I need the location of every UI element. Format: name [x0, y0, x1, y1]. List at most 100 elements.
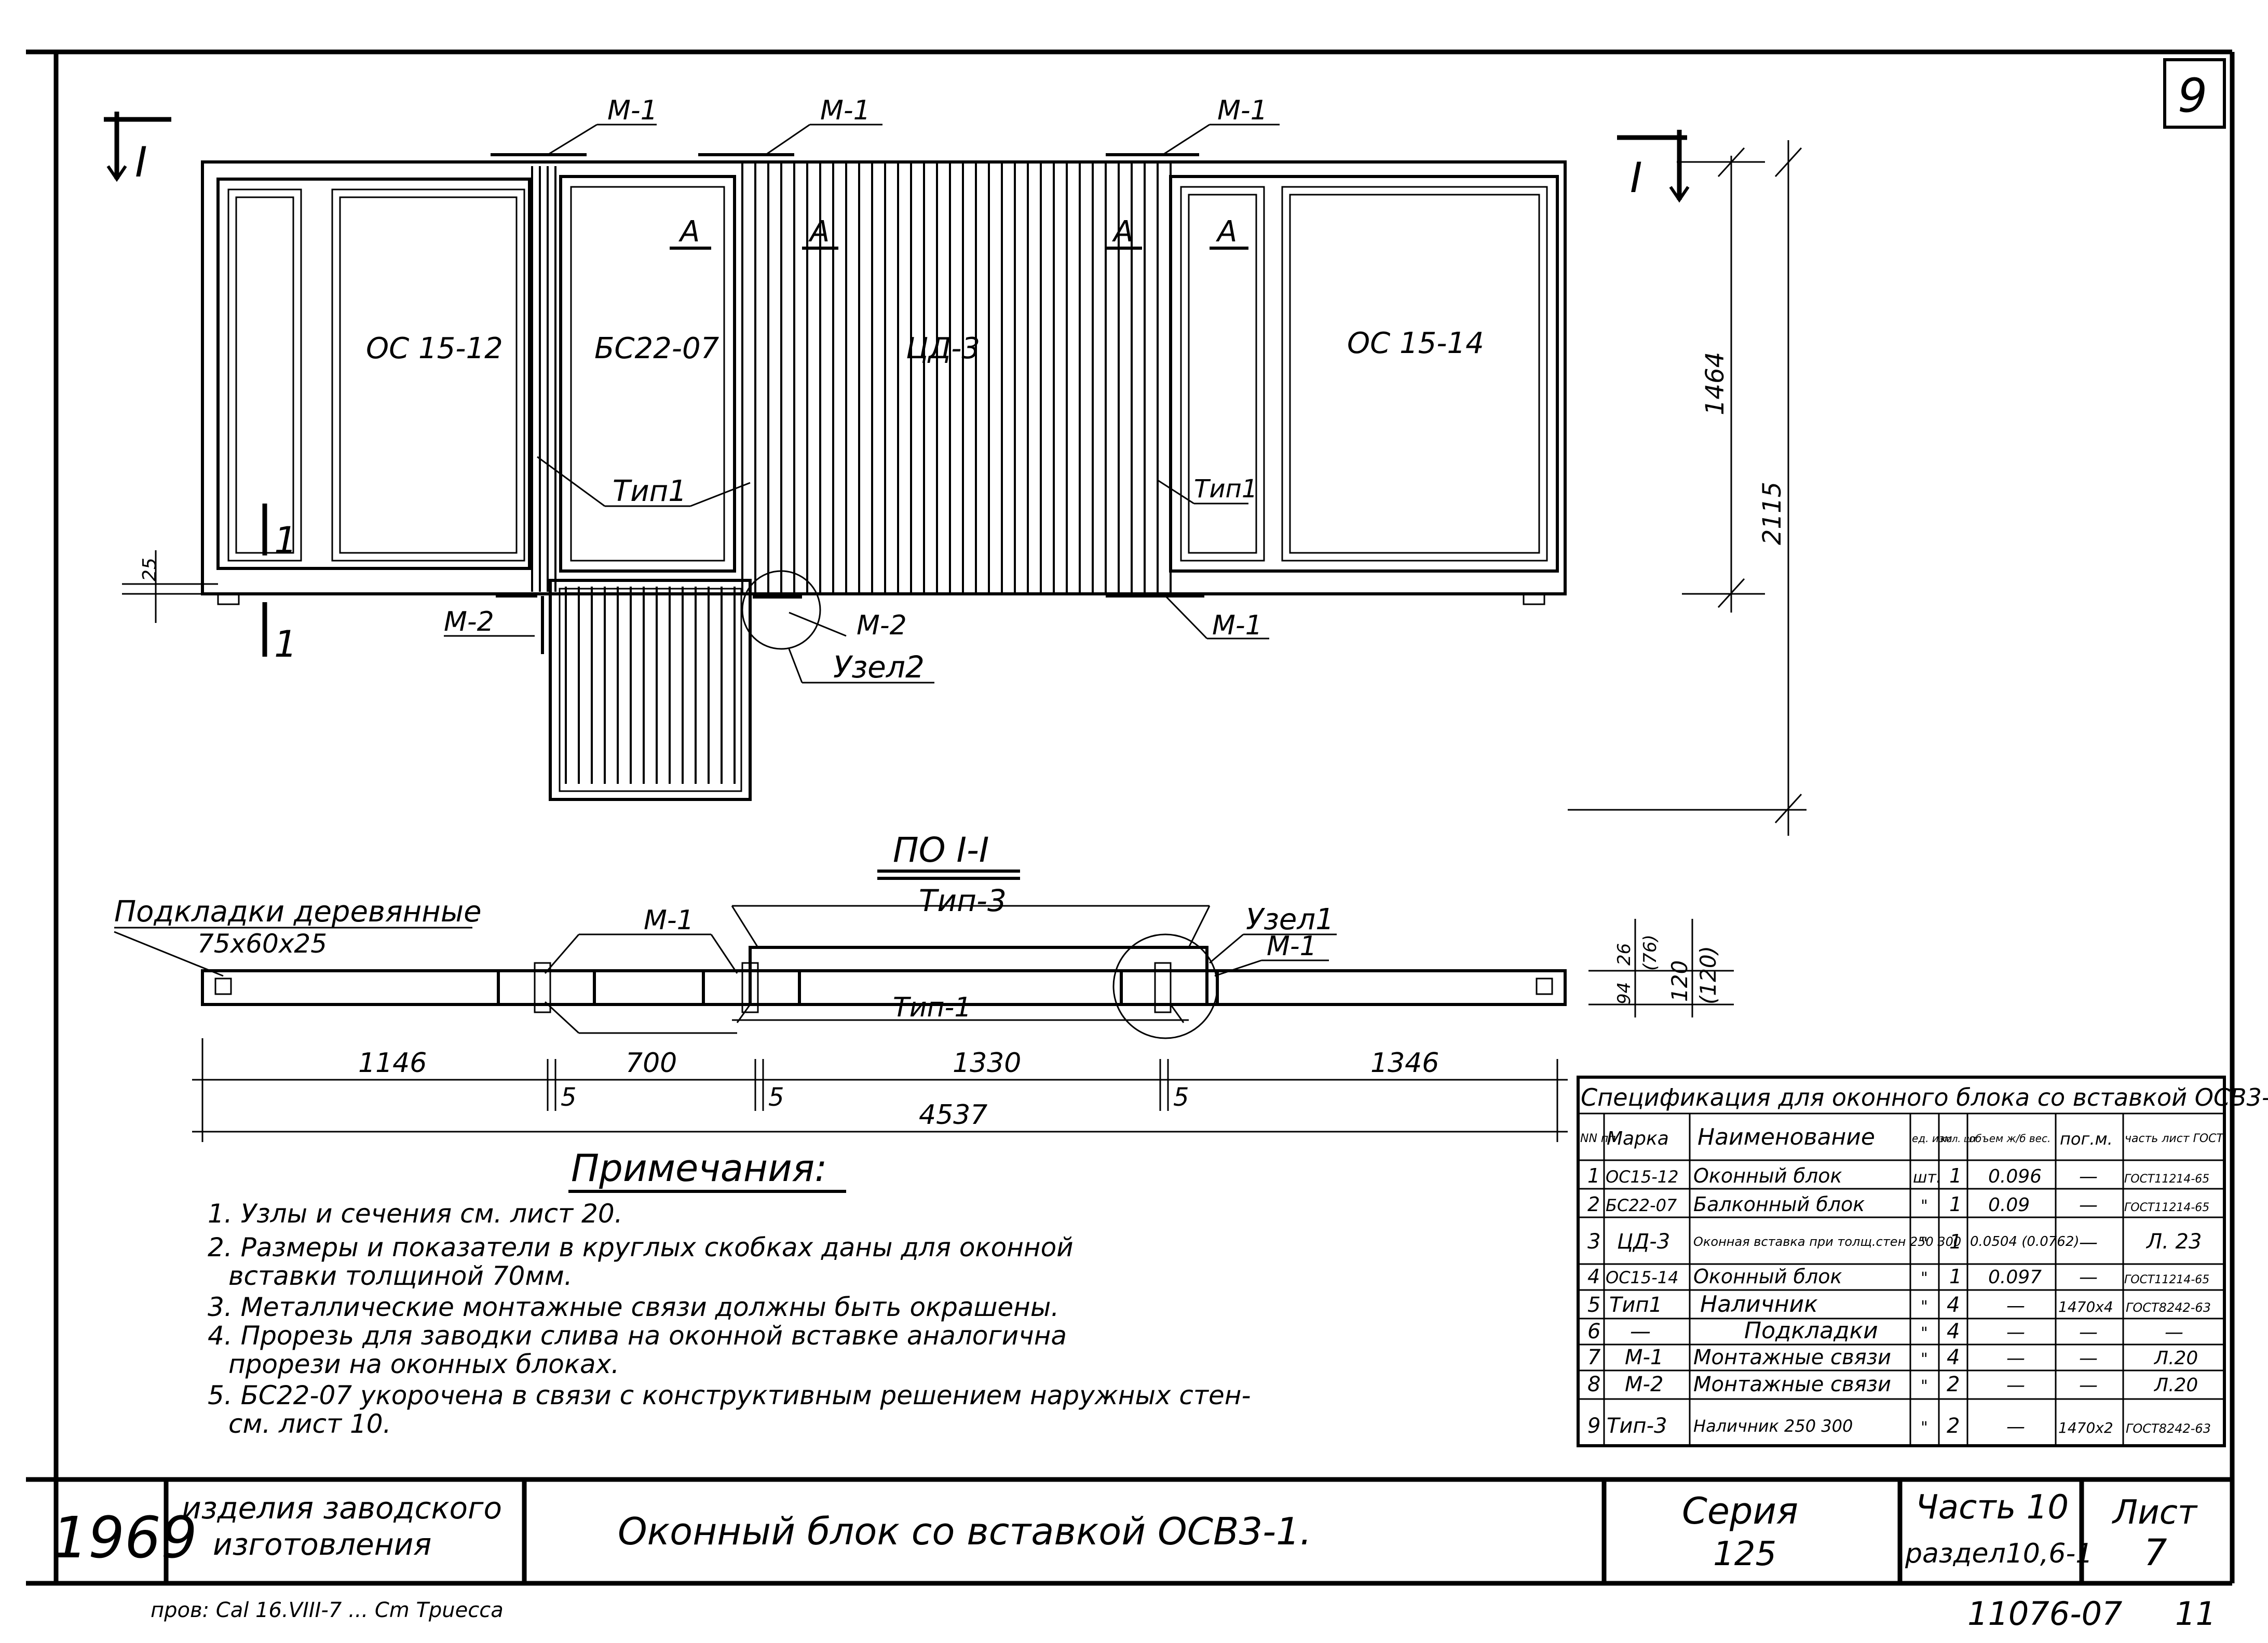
section-uzel1-label: Узел1 — [1246, 903, 1334, 936]
dim-25-label: 25 — [139, 558, 160, 581]
table-cell: 4 — [1947, 1346, 1960, 1369]
tip1-leaders — [537, 456, 1248, 507]
table-cell: — — [2079, 1375, 2098, 1396]
table-cell: — — [2006, 1416, 2025, 1437]
hatch-bc-bottom — [565, 587, 736, 784]
title-category-2: изготовления — [213, 1527, 431, 1562]
table-cell: 0.097 — [1988, 1267, 2042, 1288]
table-cell: " — [1921, 1419, 1928, 1437]
table-cell: ОС15-14 — [1606, 1268, 1679, 1287]
m1-top-leaders — [491, 124, 1280, 156]
dim-5-c: 5 — [1173, 1083, 1189, 1112]
table-cell: " — [1921, 1377, 1928, 1395]
title-series-value: 125 — [1713, 1535, 1776, 1573]
table-cell: Л.20 — [2153, 1375, 2198, 1396]
title-sheet-value: 7 — [2144, 1531, 2167, 1574]
table-cell: " — [1921, 1234, 1928, 1253]
table-cell: Оконный блок — [1693, 1164, 1842, 1187]
table-cell: 2 — [1947, 1373, 1960, 1396]
dim-1346: 1346 — [1370, 1048, 1439, 1079]
dim-1330: 1330 — [953, 1048, 1021, 1079]
table-cell: ГОСТ11214-65 — [2124, 1173, 2209, 1186]
uzel2-label: Узел2 — [833, 649, 925, 685]
table-cell: — — [2006, 1375, 2025, 1396]
dim-2115-label: 2115 — [1758, 482, 1787, 545]
table-cell: — — [2079, 1166, 2098, 1187]
section-dims-right — [1588, 919, 1734, 1017]
dim-700: 700 — [626, 1048, 677, 1079]
spec-table-grid — [1577, 1076, 2226, 1447]
spec-row-4: 4 ОС15-14 Оконный блок " 1 0.097 — ГОСТ1… — [1587, 1265, 2209, 1288]
spec-header-gost: часть лист ГОСТ — [2125, 1132, 2224, 1145]
dim-76: (76) — [1640, 934, 1661, 971]
dim-120: 120 — [1667, 960, 1692, 1002]
table-cell: Оконная вставка при толщ.стен 250 300 — [1693, 1234, 1961, 1249]
spec-row-2: 2 БС22-07 Балконный блок " 1 0.09 — ГОСТ… — [1587, 1193, 2209, 1216]
spec-title: Спецификация для оконного блока со встав… — [1581, 1083, 2268, 1111]
title-main: Оконный блок со вставкой ОСВ3-1. — [618, 1510, 1312, 1553]
table-cell: — — [2006, 1322, 2025, 1343]
note-line-8: см. лист 10. — [228, 1409, 391, 1439]
tip1-label-left: Тип1 — [613, 474, 687, 508]
table-cell: — — [2079, 1322, 2098, 1343]
title-category-1: изделия заводского — [182, 1490, 502, 1526]
table-cell: 4 — [1587, 1265, 1600, 1288]
note-line-1: 1. Узлы и сечения см. лист 20. — [208, 1199, 623, 1229]
dim-5-a: 5 — [561, 1083, 577, 1112]
table-cell: 1 — [1949, 1193, 1962, 1216]
table-cell: 7 — [1587, 1346, 1601, 1369]
table-cell: БС22-07 — [1606, 1196, 1677, 1215]
signatures: пров: Cal 16.VIII-7 ... Cm Tpuecca — [151, 1598, 504, 1622]
m1-bottom-label: М-1 — [1212, 610, 1262, 641]
page-corner: 11 — [2175, 1595, 2216, 1633]
sheet-number-corner: 9 — [2178, 69, 2207, 123]
table-cell: 1470х2 — [2058, 1419, 2113, 1436]
table-cell: 1 — [1949, 1164, 1962, 1187]
spec-header-nn: NN пп — [1580, 1132, 1616, 1145]
title-part-label: Часть 10 — [1916, 1488, 2069, 1527]
sheet-frame — [26, 49, 2235, 1586]
table-cell: 6 — [1587, 1320, 1600, 1343]
table-cell: — — [2079, 1348, 2098, 1369]
section-tip1-label: Тип-1 — [893, 992, 971, 1023]
section-mark-left: I — [135, 138, 147, 186]
title-block-grid — [26, 1477, 2232, 1583]
table-cell: 1 — [1949, 1265, 1962, 1288]
table-cell: Тип-3 — [1607, 1414, 1667, 1438]
block-label-cd3: ЦД-3 — [906, 332, 980, 365]
note-line-3: вставки толщиной 70мм. — [228, 1261, 573, 1291]
pads-title: Подкладки деревянные — [114, 895, 482, 929]
table-cell: ОС15-12 — [1606, 1167, 1679, 1187]
mark-a-4: А — [1216, 215, 1237, 249]
table-cell: — — [2006, 1295, 2025, 1316]
spec-header-mark: Марка — [1607, 1128, 1669, 1149]
title-sheet-label: Лист — [2112, 1493, 2198, 1532]
section-title: ПО I-I — [893, 830, 989, 870]
table-cell: 0.096 — [1988, 1166, 2042, 1187]
table-cell: — — [1630, 1320, 1651, 1343]
spec-row-8: 8 М-2 Монтажные связи " 2 — — Л.20 — [1587, 1373, 2198, 1396]
table-cell: ЦД-3 — [1617, 1230, 1670, 1254]
table-cell: " — [1921, 1269, 1928, 1287]
table-cell: Л. 23 — [2145, 1230, 2202, 1254]
table-cell: ГОСТ11214-65 — [2124, 1201, 2209, 1214]
spec-row-6: 6 — Подкладки " 4 — — — — [1587, 1318, 2183, 1344]
note-line-7: 5. БС22-07 укорочена в связи с конструкт… — [208, 1380, 1251, 1410]
dim-1464-label: 1464 — [1701, 352, 1730, 415]
table-cell: 4 — [1947, 1320, 1960, 1343]
table-cell: Оконный блок — [1693, 1265, 1842, 1288]
table-cell: 2 — [1587, 1193, 1600, 1216]
dim-94: 94 — [1614, 982, 1635, 1004]
table-cell: Балконный блок — [1693, 1193, 1865, 1216]
mark-a-2: А — [808, 215, 830, 249]
table-cell: " — [1921, 1350, 1928, 1368]
spec-row-7: 7 М-1 Монтажные связи " 4 — — Л.20 — [1587, 1346, 2198, 1369]
table-cell: Л.20 — [2153, 1348, 2198, 1369]
cut-label-1-bottom: 1 — [274, 623, 297, 666]
note-line-5: 4. Прорезь для заводки слива на оконной … — [208, 1321, 1067, 1351]
hatch-joint-1 — [531, 166, 556, 592]
elevation-view — [201, 160, 1567, 801]
spec-header-name: Наименование — [1697, 1124, 1875, 1150]
section-tip3-label: Тип-3 — [919, 883, 1007, 918]
table-cell: 3 — [1587, 1230, 1600, 1254]
